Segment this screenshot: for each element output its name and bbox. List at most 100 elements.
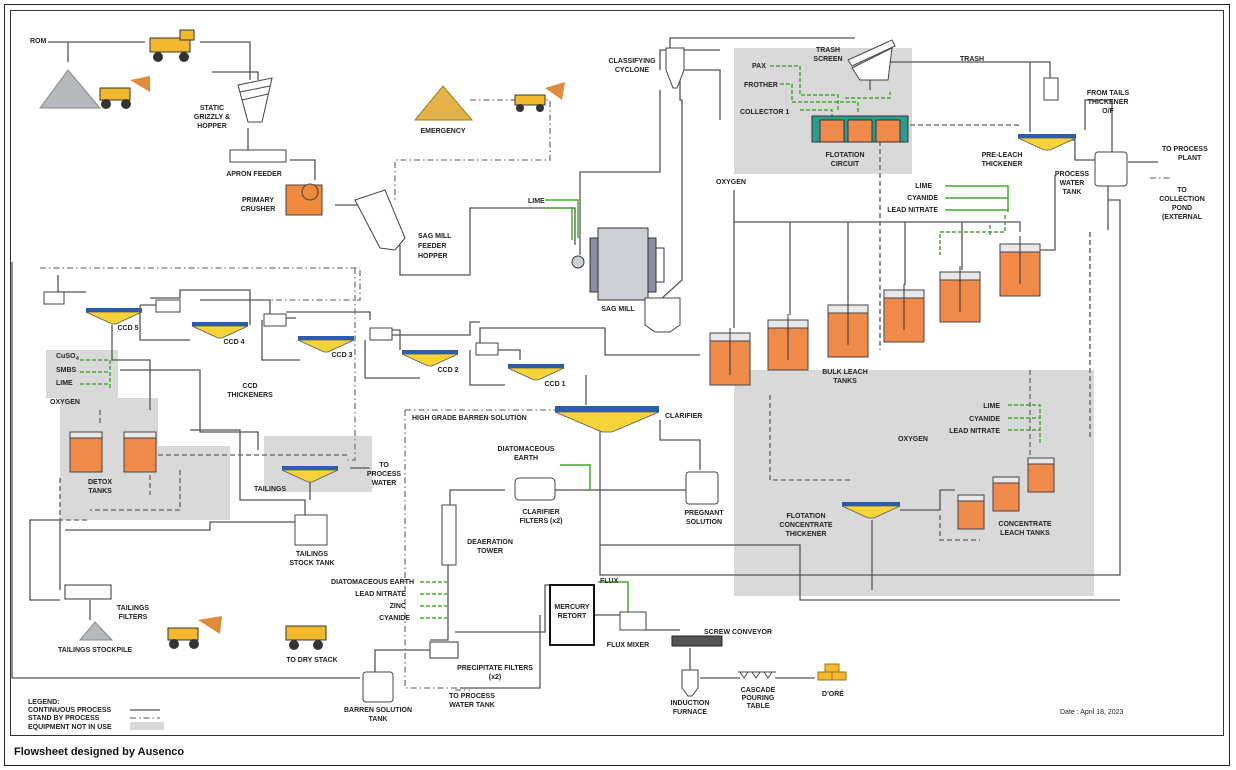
rom-stockpile-icon [39,69,102,109]
svg-text:TANK: TANK [1063,189,1082,196]
cascade-pouring-table-icon [738,671,776,679]
svg-text:TO PROCESS: TO PROCESS [449,693,495,700]
svg-text:TO DRY STACK: TO DRY STACK [286,657,337,664]
svg-text:HOPPER: HOPPER [197,123,227,130]
ccd-thickeners [43,291,565,381]
svg-text:FILTERS: FILTERS [119,614,148,621]
mercury-retort-icon [549,584,595,646]
svg-text:CYANIDE: CYANIDE [969,416,1000,423]
barren-solution-tank-icon [362,671,394,703]
svg-text:PREGNANT: PREGNANT [684,510,724,517]
sag-mill-icon [571,227,665,301]
svg-text:SOLUTION: SOLUTION [686,519,722,526]
svg-text:DIATOMACEOUS EARTH: DIATOMACEOUS EARTH [331,579,414,586]
ccd3-icon [297,336,355,353]
diagram-labels: ROM STATIC GRIZZLY & HOPPER APRON FEEDER… [28,38,1208,731]
svg-text:STATIC: STATIC [200,105,224,112]
svg-text:COLLECTOR 1: COLLECTOR 1 [740,109,789,116]
apron-feeder-icon [229,149,287,163]
svg-text:CCD 5: CCD 5 [117,325,138,332]
svg-text:WATER: WATER [372,480,397,487]
svg-text:TO: TO [1177,187,1187,194]
svg-text:TAILINGS: TAILINGS [254,486,286,493]
pre-leach-thickener-icon [1017,134,1077,151]
detox-area-2 [150,446,230,520]
clarifier-filter-icon [514,477,556,501]
classifying-cyclone-icon [665,47,685,89]
svg-text:EQUIPMENT NOT IN USE: EQUIPMENT NOT IN USE [28,724,112,731]
svg-text:FLUX: FLUX [600,578,619,585]
svg-text:PRIMARY: PRIMARY [242,197,274,204]
process-water-tank-icon [1094,151,1128,187]
svg-text:CYANIDE: CYANIDE [379,615,410,622]
svg-text:THICKENER: THICKENER [982,161,1023,168]
svg-text:TRASH: TRASH [816,47,840,54]
svg-text:ZINC: ZINC [390,603,406,610]
screw-conveyor-icon [671,635,723,647]
svg-text:TABLE: TABLE [747,703,770,710]
svg-text:FEEDER: FEEDER [418,243,446,250]
svg-text:TANK: TANK [369,716,388,723]
footer-credit: Flowsheet designed by Ausenco [14,746,185,758]
svg-text:SMBS: SMBS [56,367,77,374]
svg-text:OXYGEN: OXYGEN [716,179,746,186]
svg-text:TAILINGS: TAILINGS [296,551,328,558]
svg-text:WATER TANK: WATER TANK [449,702,495,709]
svg-text:EARTH: EARTH [514,455,538,462]
svg-text:EMERGENCY: EMERGENCY [420,128,465,135]
svg-text:CLARIFIER: CLARIFIER [522,509,559,516]
sag-feeder-hopper-icon [354,189,406,251]
svg-text:CYCLONE: CYCLONE [615,67,650,74]
svg-text:LIME: LIME [56,380,73,387]
svg-text:GRIZZLY &: GRIZZLY & [194,114,230,121]
svg-text:LEGEND:: LEGEND: [28,699,60,706]
svg-text:BULK LEACH: BULK LEACH [822,369,868,376]
ccd-launder [263,313,287,327]
svg-text:THICKENER: THICKENER [786,531,827,538]
svg-text:TRASH: TRASH [960,56,984,63]
svg-text:CASCADE: CASCADE [741,687,776,694]
svg-text:PROCESS: PROCESS [367,471,402,478]
svg-text:FLOTATION: FLOTATION [825,152,864,159]
svg-text:CLARIFIER: CLARIFIER [665,413,702,420]
tailings-thickener-area [264,436,372,492]
svg-text:LEAD NITRATE: LEAD NITRATE [887,207,938,214]
svg-text:CONCENTRATE: CONCENTRATE [779,522,832,529]
svg-text:(x2): (x2) [489,674,501,681]
induction-furnace-icon [681,669,699,697]
ccd5-icon [85,308,143,325]
svg-text:(EXTERNAL: (EXTERNAL [1162,214,1203,221]
svg-text:STOCK TANK: STOCK TANK [289,560,334,567]
svg-text:PROCESS: PROCESS [1055,171,1090,178]
loader-icon [99,76,150,109]
ccd1-icon [507,364,565,381]
leach-tank [767,314,809,371]
svg-text:CYANIDE: CYANIDE [907,195,938,202]
tailings-stock-tank-icon [294,514,328,546]
svg-text:FILTERS (x2): FILTERS (x2) [519,518,562,525]
svg-text:O/F: O/F [1102,108,1114,115]
svg-text:RETORT: RETORT [558,613,587,620]
ccd-launder [155,299,181,313]
svg-text:HIGH GRADE BARREN SOLUTION: HIGH GRADE BARREN SOLUTION [412,415,527,422]
flux-mixer-icon [619,611,647,631]
svg-text:FLUX MIXER: FLUX MIXER [607,642,649,649]
svg-text:SAG MILL: SAG MILL [418,233,452,240]
svg-text:LEAD NITRATE: LEAD NITRATE [355,591,406,598]
detox-reagent-area [46,350,118,398]
pregnant-solution-tank-icon [685,471,719,505]
svg-text:CCD 2: CCD 2 [437,367,458,374]
svg-text:PLANT: PLANT [1178,155,1202,162]
svg-text:MERCURY: MERCURY [554,604,589,611]
emergency-stockpile-icon [413,85,474,121]
svg-text:CCD: CCD [242,383,257,390]
svg-text:FROM TAILS: FROM TAILS [1087,90,1130,97]
flotation-concentrate-thickener-icon [841,502,901,519]
tailings-stockpile-icon [78,621,114,641]
svg-text:INDUCTION: INDUCTION [671,700,710,707]
svg-text:CONCENTRATE: CONCENTRATE [998,521,1051,528]
deaeration-tower-icon [441,504,457,566]
ccd-launder [475,342,499,356]
svg-text:PRECIPITATE FILTERS: PRECIPITATE FILTERS [457,665,533,672]
leach-tank [939,266,981,323]
